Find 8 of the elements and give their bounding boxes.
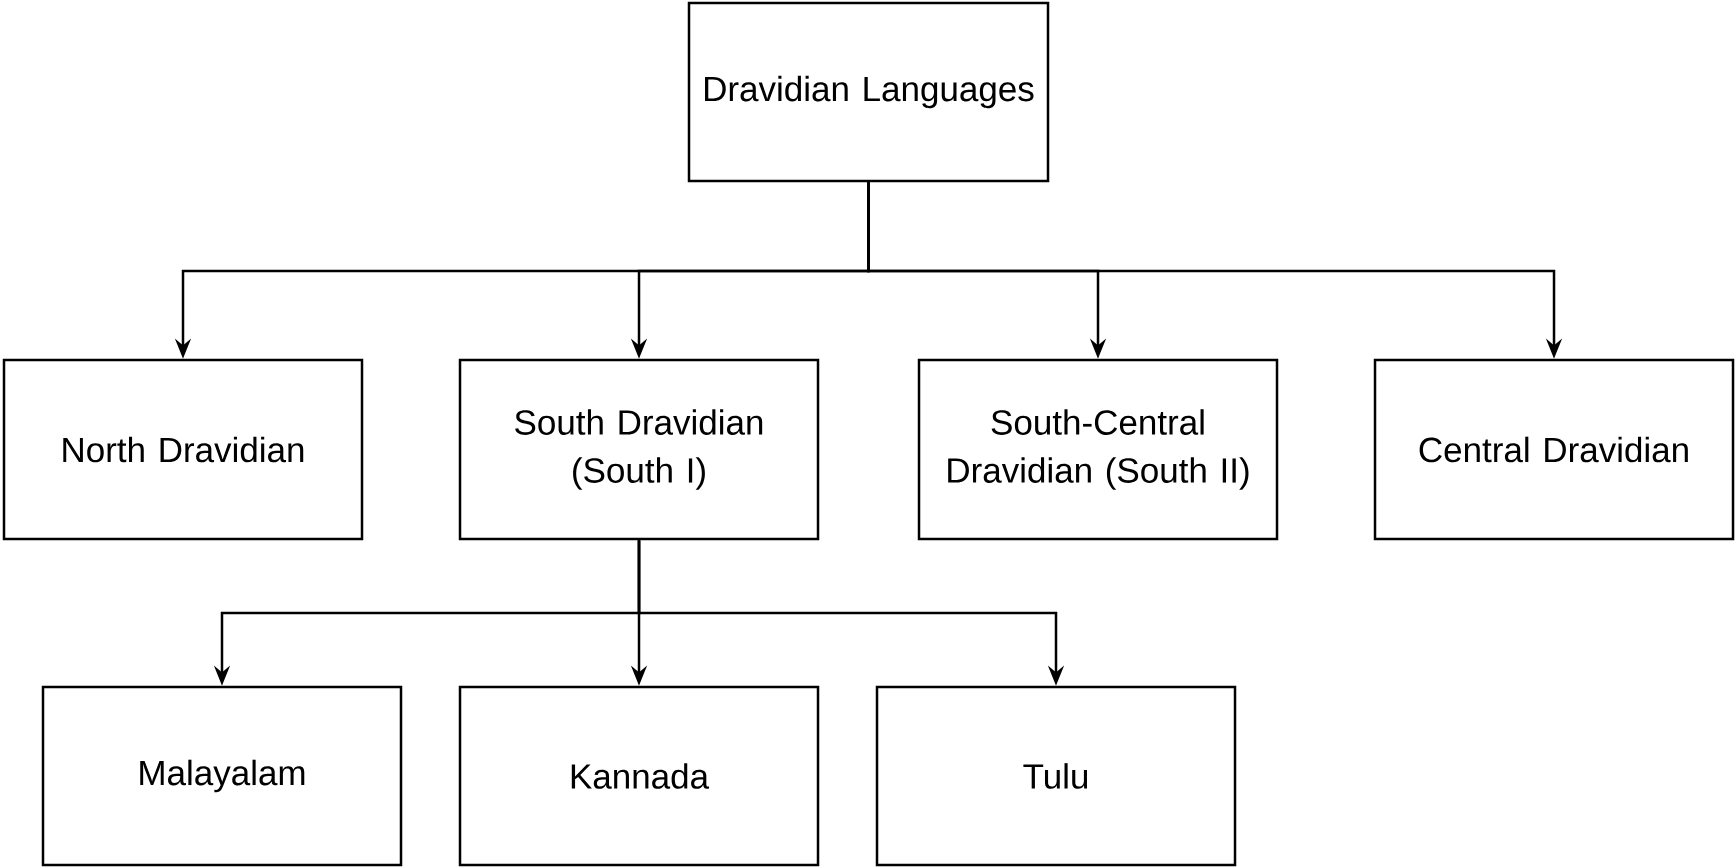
text-box: North Dravidian <box>2 358 364 541</box>
text-box: South-Central Dravidian (South II) <box>917 358 1279 541</box>
text-box: Central Dravidian <box>1373 358 1735 541</box>
text-box: Tulu <box>875 685 1237 867</box>
text-box: Kannada <box>458 685 820 867</box>
text-box: Malayalam <box>41 685 403 867</box>
text-box: South Dravidian (South I) <box>458 358 820 541</box>
text-box: Dravidian Languages <box>687 1 1050 183</box>
